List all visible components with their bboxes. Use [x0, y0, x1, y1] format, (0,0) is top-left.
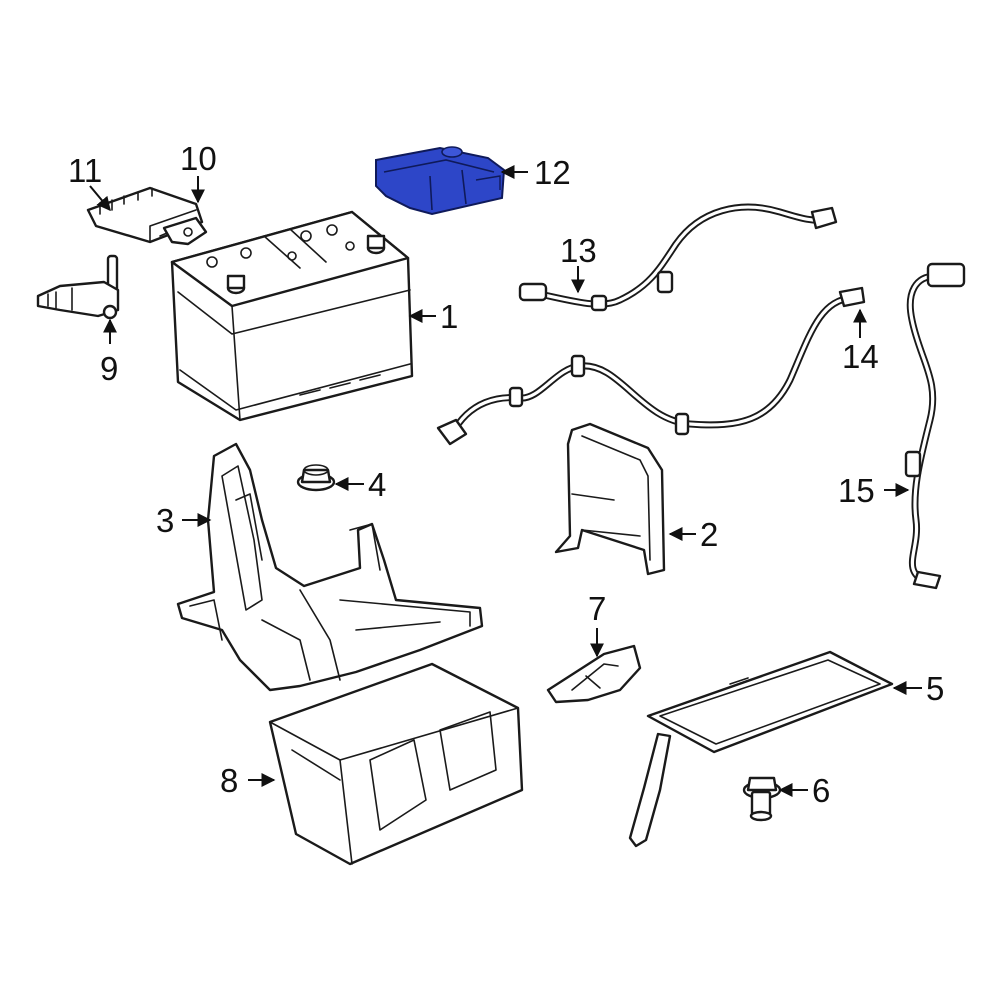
- callout-labels: 1 2 3 4 5 6 7 8 9 10 11 12 13 14 15: [68, 140, 944, 809]
- ground-cable[interactable]: [904, 262, 966, 590]
- battery-sensor[interactable]: [36, 254, 120, 320]
- positive-cable[interactable]: [518, 203, 838, 312]
- bolt[interactable]: [742, 776, 782, 822]
- callout-8: 8: [220, 762, 238, 799]
- battery-tray-bracket[interactable]: [176, 442, 484, 692]
- leader-lines: [89, 165, 922, 797]
- callout-15: 15: [838, 472, 875, 509]
- callout-3: 3: [156, 502, 174, 539]
- callout-7: 7: [588, 590, 606, 627]
- hold-down-strap[interactable]: [554, 422, 666, 576]
- callout-5: 5: [926, 670, 944, 707]
- callout-10: 10: [180, 140, 217, 177]
- battery-tray[interactable]: [628, 650, 894, 848]
- callout-14: 14: [842, 338, 879, 375]
- battery-box[interactable]: [268, 662, 524, 866]
- callout-13: 13: [560, 232, 597, 269]
- terminal-cover[interactable]: [375, 146, 506, 216]
- callout-2: 2: [700, 516, 718, 553]
- callout-6: 6: [812, 772, 830, 809]
- negative-cable[interactable]: [436, 286, 866, 446]
- insulator-pad[interactable]: [546, 644, 642, 704]
- terminal-bracket[interactable]: [162, 216, 208, 246]
- battery[interactable]: [170, 210, 414, 422]
- callout-4: 4: [368, 466, 386, 503]
- nut[interactable]: [296, 464, 336, 492]
- callout-1: 1: [440, 298, 458, 335]
- callout-9: 9: [100, 350, 118, 387]
- callout-11: 11: [68, 152, 102, 189]
- callout-12: 12: [534, 154, 571, 191]
